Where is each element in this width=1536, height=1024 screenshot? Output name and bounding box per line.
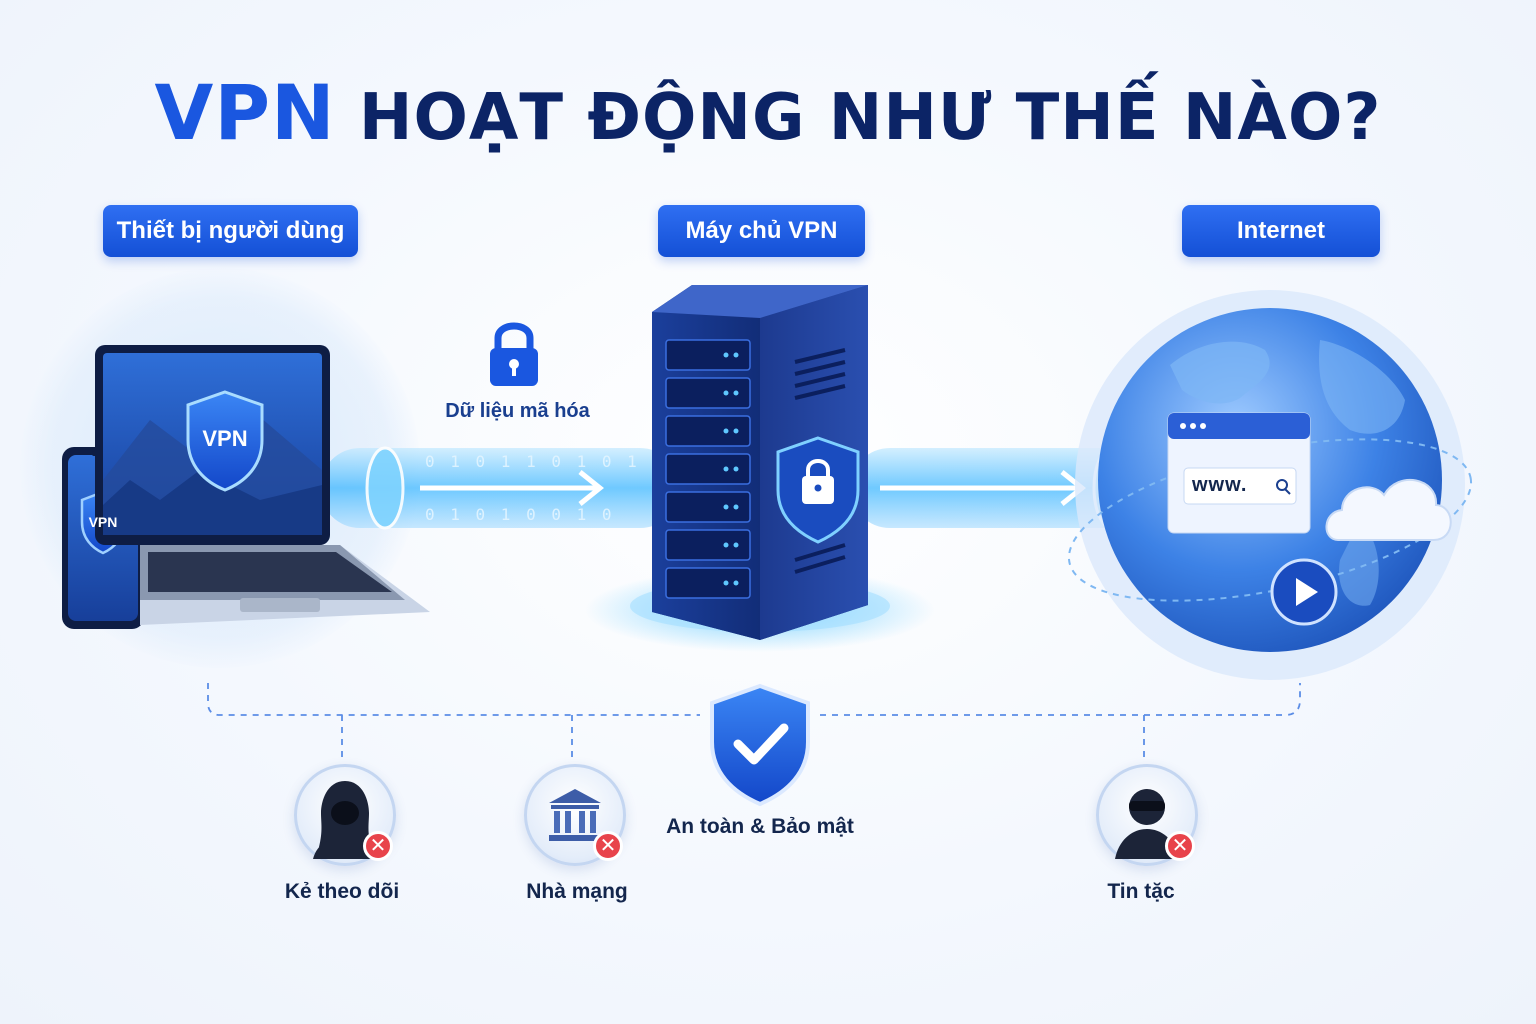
bank-building-icon [549,789,601,841]
blocked-badge-hacker: ✕ [1165,831,1195,861]
blocked-badge-isp: ✕ [593,831,623,861]
threat-label-hacker: Tin tặc [1107,880,1175,903]
blocked-badge-tracker: ✕ [363,831,393,861]
threat-isp: ✕ [524,764,626,866]
hooded-spy-icon [313,781,377,859]
stage-pill-device: Thiết bị người dùng [103,205,358,257]
threat-tracker: ✕ [294,764,396,866]
play-icon [1270,558,1338,626]
binary-stream-top: 0 1 0 1 1 0 1 0 1 [425,452,640,471]
encrypted-tunnel-left [320,446,680,530]
laptop-vpn-badge: VPN [202,426,248,451]
security-label: An toàn & Bảo mật [666,815,854,838]
connector-lines [207,683,1301,760]
stage-pill-internet: Internet [1182,205,1380,257]
encryption-lock-icon [490,322,538,386]
title-rest: HOẠT ĐỘNG NHƯ THẾ NÀO? [358,81,1382,155]
encryption-label: Dữ liệu mã hóa [445,400,590,422]
title-accent: VPN [154,68,336,157]
threat-label-tracker: Kẻ theo dõi [284,880,400,903]
browser-window [1167,412,1311,534]
page-title: VPN HOẠT ĐỘNG NHƯ THẾ NÀO? [0,68,1536,157]
threat-label-isp: Nhà mạng [526,880,628,903]
internet-globe [1067,290,1473,680]
security-shield-icon [710,683,810,807]
stage-pill-server: Máy chủ VPN [658,205,865,257]
vpn-server [652,285,868,640]
threat-hacker: ✕ [1096,764,1198,866]
binary-stream-bottom: 0 1 0 1 0 0 1 0 [425,505,615,524]
masked-hacker-icon [1115,789,1179,859]
browser-url-text: www. [1192,474,1248,496]
phone-vpn-badge: VPN [88,514,118,530]
cloud-icon [1325,478,1452,541]
laptop-device [95,345,430,625]
